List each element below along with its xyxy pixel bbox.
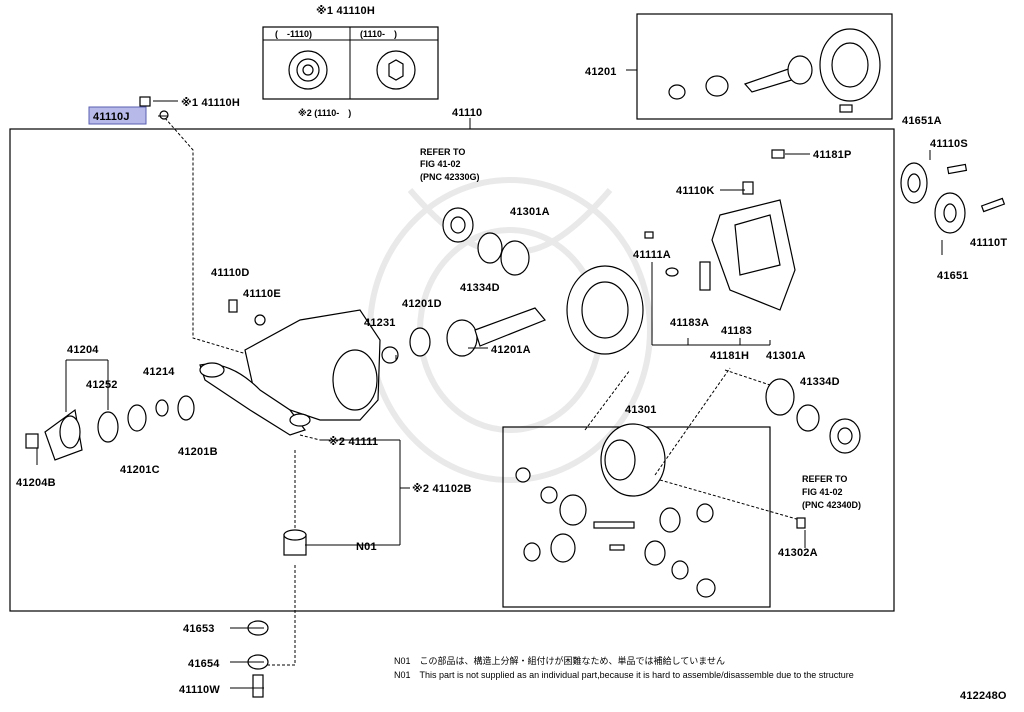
label-refer-bottom-3[interactable]: (PNC 42340D) <box>802 500 861 510</box>
plug-41111A <box>644 231 654 239</box>
label-N01[interactable]: N01 <box>356 541 377 553</box>
label-41110[interactable]: 41110 <box>452 107 482 119</box>
label-refer-bottom-2: FIG 41-02 <box>802 487 843 497</box>
bolt-41110H <box>139 96 151 107</box>
label-41204[interactable]: 41204 <box>67 344 99 356</box>
label-refer-bottom-1: REFER TO <box>802 474 847 484</box>
label-refer-top-1: REFER TO <box>420 147 465 157</box>
bearing-41301A-bottom <box>765 378 795 416</box>
label-41110S[interactable]: 41110S <box>930 138 968 150</box>
label-41110W[interactable]: 41110W <box>179 684 220 696</box>
label-41201B[interactable]: 41201B <box>178 446 218 458</box>
label-inset-col2: (1110- ) <box>360 29 397 39</box>
label-41181P[interactable]: 41181P <box>813 149 852 161</box>
label-41252[interactable]: 41252 <box>86 379 118 391</box>
label-41214[interactable]: 41214 <box>143 366 175 378</box>
figure-id: 412248O <box>960 690 1007 702</box>
label-41183[interactable]: 41183 <box>721 325 752 337</box>
label-41110H[interactable]: ※1 41110H <box>181 97 240 109</box>
bolt-41302A <box>796 517 806 529</box>
part-41201D <box>409 327 431 357</box>
label-41110E[interactable]: 41110E <box>243 288 281 300</box>
companion-flange-parts <box>900 162 1006 234</box>
label-41651A[interactable]: 41651A <box>902 115 942 127</box>
diff-case-41301-box <box>502 423 771 608</box>
snap-ring-top <box>477 232 503 264</box>
flange-group-41204 <box>25 395 195 461</box>
label-41301A-top[interactable]: 41301A <box>510 206 550 218</box>
bearing-41301A-top <box>500 240 530 276</box>
ring-gear <box>566 265 644 355</box>
label-41183A[interactable]: 41183A <box>670 317 709 329</box>
label-41301[interactable]: 41301 <box>625 404 657 416</box>
label-41334D-top[interactable]: 41334D <box>460 282 500 294</box>
label-41181H[interactable]: 41181H <box>710 350 749 362</box>
labels: ※1 41110H ( -1110) (1110- ) ※2 (1110- ) … <box>16 5 1007 702</box>
inset-41110H-variants <box>262 26 439 100</box>
label-inset-note: ※2 (1110- ) <box>298 108 351 118</box>
label-41201A[interactable]: 41201A <box>491 344 531 356</box>
label-41201-kit[interactable]: 41201 <box>585 66 617 78</box>
label-41204B[interactable]: 41204B <box>16 477 56 489</box>
label-41110D[interactable]: 41110D <box>211 267 250 279</box>
label-41651[interactable]: 41651 <box>937 270 969 282</box>
note-japanese: N01 この部品は、構造上分解・組付けが困難なため、単品では補給していません <box>394 655 725 666</box>
label-41110T[interactable]: 41110T <box>970 237 1007 249</box>
label-41110H-top[interactable]: ※1 41110H <box>316 5 375 17</box>
label-41302A[interactable]: 41302A <box>778 547 818 559</box>
carrier-assembly-frame <box>9 128 895 612</box>
label-41111A[interactable]: 41111A <box>633 249 671 261</box>
label-inset-col1: ( -1110) <box>275 29 312 39</box>
label-41201D[interactable]: 41201D <box>402 298 442 310</box>
kit-41201-box <box>626 13 893 120</box>
label-41653[interactable]: 41653 <box>183 623 215 635</box>
label-41102B[interactable]: ※2 41102B <box>412 483 472 495</box>
bolt-41110D <box>228 299 238 313</box>
leaders <box>36 100 943 689</box>
drive-pinion-41201A <box>446 307 546 357</box>
label-41334D-bottom[interactable]: 41334D <box>800 376 840 388</box>
label-41301A-bottom[interactable]: 41301A <box>766 350 806 362</box>
label-41231[interactable]: 41231 <box>364 317 396 329</box>
label-41201C[interactable]: 41201C <box>120 464 160 476</box>
bolt-41110W <box>252 674 264 698</box>
note-english: N01 This part is not supplied as an indi… <box>394 670 854 680</box>
label-41110J[interactable]: 41110J <box>93 111 130 123</box>
label-41654[interactable]: 41654 <box>188 658 220 670</box>
part-N01 <box>283 529 307 556</box>
label-41111[interactable]: ※2 41111 <box>328 436 378 448</box>
label-41110K[interactable]: 41110K <box>676 185 715 197</box>
differential-carrier-housing <box>199 309 381 436</box>
label-refer-top-3[interactable]: (PNC 42330G) <box>420 172 480 182</box>
highlight-41110J <box>88 106 147 125</box>
snap-ring-bottom <box>796 404 820 432</box>
part-41231 <box>381 346 399 364</box>
washer-41110J <box>159 110 169 120</box>
plug-41110E <box>254 314 266 326</box>
differential-cover <box>665 149 796 311</box>
label-refer-top-2: FIG 41-02 <box>420 159 461 169</box>
